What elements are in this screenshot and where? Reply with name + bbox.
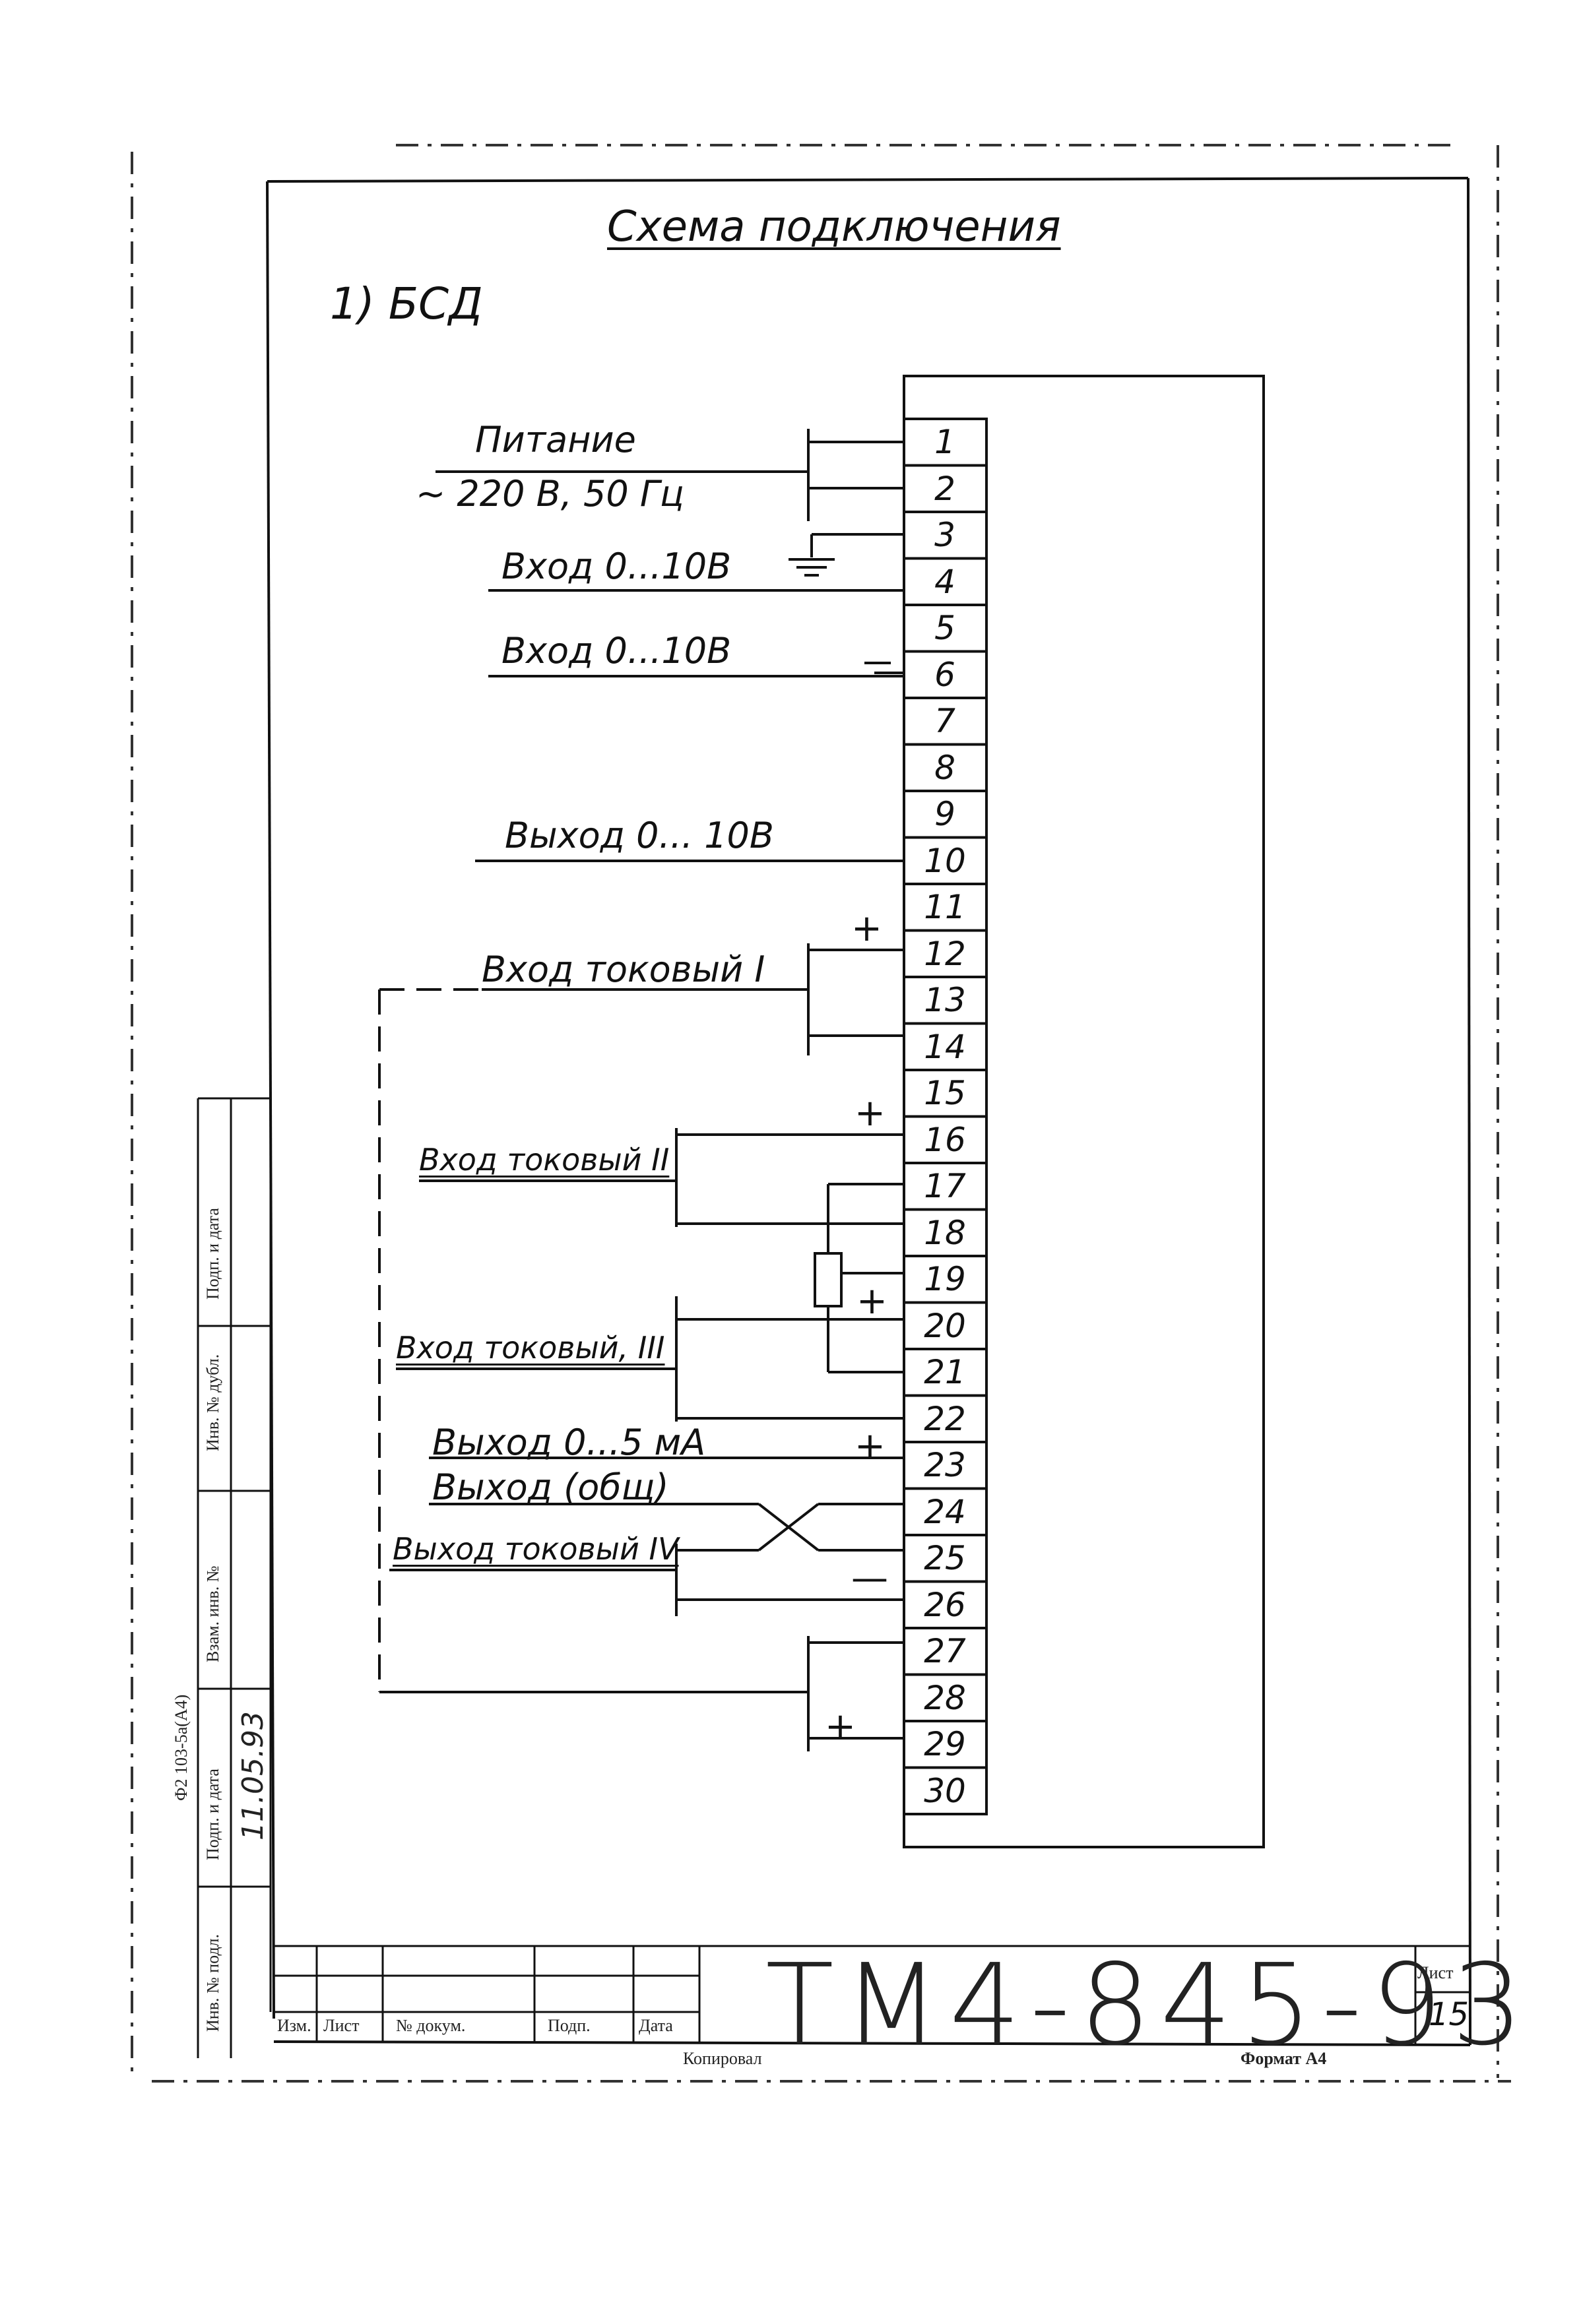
label-output-ma: Выход 0...5 мА <box>432 1422 706 1463</box>
col-izm: Изм. <box>277 2016 311 2035</box>
side-sign-date-2: Подп. и дата <box>203 1769 222 1860</box>
label-output-voltage: Выход 0... 10В <box>505 815 774 856</box>
sheet-cut-lines <box>131 144 1511 2083</box>
col-doc: № докум. <box>396 2016 466 2035</box>
terminal-number: 7 <box>934 702 955 740</box>
side-handwritten-date: 11.05.93 <box>236 1711 270 1840</box>
side-sign-date-1: Подп. и дата <box>203 1208 222 1300</box>
side-inv-podl: Инв. № подл. <box>203 1933 222 2032</box>
terminal-number: 2 <box>934 469 955 508</box>
terminal-strip <box>903 418 988 1815</box>
terminal-number: 4 <box>934 562 955 601</box>
terminal-number: 27 <box>924 1632 966 1670</box>
label-input-2: Вход 0...10В <box>501 630 732 672</box>
col-date: Дата <box>639 2016 673 2035</box>
label-output-common: Выход (общ) <box>432 1466 669 1508</box>
terminal-number: 20 <box>924 1306 966 1345</box>
terminal-number: 16 <box>924 1120 966 1159</box>
terminal-number: 8 <box>934 748 955 787</box>
label-current-output: Выход токовый IV <box>393 1531 679 1567</box>
sheet-label: Лист <box>1417 1963 1454 1982</box>
terminal-number: 30 <box>924 1771 966 1810</box>
wiring <box>379 429 904 1751</box>
terminal-number: 18 <box>924 1213 966 1252</box>
plus-mark-23: + <box>855 1425 886 1468</box>
plus-mark-12: + <box>851 907 882 950</box>
shield-dashed-line <box>378 988 482 1692</box>
terminal-number: 28 <box>924 1678 966 1717</box>
side-stamp <box>197 1097 272 2058</box>
label-power-voltage: ~ 220 В, 50 Гц <box>416 473 684 515</box>
format-label: Формат А4 <box>1241 2049 1327 2068</box>
terminal-number: 23 <box>924 1446 966 1484</box>
label-current-input-1: Вход токовый I <box>482 949 765 990</box>
diagram-title: Схема подключения <box>607 203 1061 251</box>
col-sign: Подп. <box>548 2016 591 2035</box>
terminal-number: 5 <box>934 609 955 647</box>
copied-label: Копировал <box>683 2049 762 2068</box>
terminal-number: 14 <box>924 1027 966 1066</box>
label-power: Питание <box>475 419 636 460</box>
label-current-input-3: Вход токовый, III <box>396 1330 665 1366</box>
diagram-subtitle: 1) БСД <box>330 278 483 329</box>
terminal-number: 9 <box>934 795 955 833</box>
terminal-number: 29 <box>924 1725 966 1763</box>
title-block <box>274 1945 1470 2045</box>
terminal-number: 17 <box>924 1167 966 1205</box>
terminal-number: 26 <box>924 1585 966 1624</box>
plus-mark-16: + <box>855 1092 886 1135</box>
sheet-number: 15 <box>1429 1996 1469 2033</box>
terminal-number: 24 <box>924 1492 966 1531</box>
terminal-number: 6 <box>934 655 955 694</box>
terminal-number: 10 <box>924 841 966 880</box>
terminal-number: 12 <box>924 934 966 973</box>
plus-mark-20: + <box>856 1280 887 1323</box>
label-current-input-2: Вход токовый II <box>419 1142 670 1178</box>
col-list: Лист <box>323 2016 360 2035</box>
terminal-number: 3 <box>934 516 955 554</box>
side-form-code: Ф2 103-5а(А4) <box>172 1694 191 1801</box>
minus-mark-26: — <box>851 1557 888 1600</box>
terminal-number: 1 <box>934 423 955 461</box>
terminal-number: 13 <box>924 981 966 1019</box>
side-vzam-inv: Взам. инв. № <box>203 1565 222 1662</box>
label-input-1: Вход 0...10В <box>501 546 732 587</box>
terminal-number: 21 <box>924 1353 966 1391</box>
terminal-number: 22 <box>924 1399 966 1438</box>
side-inv-dubl: Инв. № дубл. <box>203 1354 222 1451</box>
terminal-number: 25 <box>924 1539 966 1577</box>
plus-mark-29: + <box>825 1705 856 1748</box>
document-number: ТМ4-845-93 <box>765 1940 1533 2071</box>
terminal-number: 19 <box>924 1260 966 1298</box>
terminal-number: 15 <box>924 1074 966 1112</box>
terminal-number: 11 <box>924 888 966 926</box>
